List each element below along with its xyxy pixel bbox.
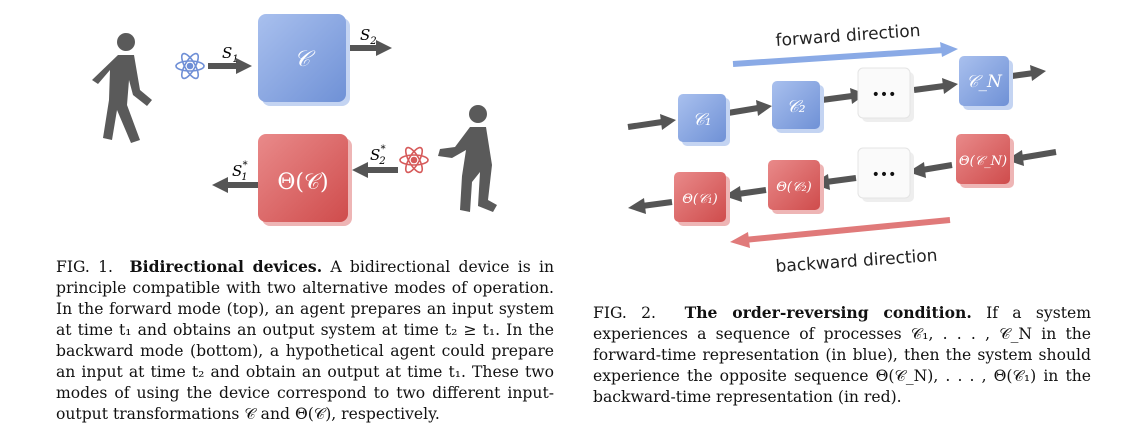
- atom-icon: [175, 52, 205, 80]
- svg-text:𝒞_N: 𝒞_N: [966, 72, 1003, 92]
- svg-text:•••: •••: [872, 87, 897, 103]
- sequence-arrow: [913, 78, 958, 94]
- walking-person-icon: [92, 33, 152, 143]
- output-arrow-s2: S2: [350, 26, 392, 56]
- input-arrow-s2-star: S2*: [352, 144, 398, 178]
- atom-icon: [399, 146, 429, 174]
- caption-title: The order-reversing condition.: [684, 303, 972, 322]
- process-box-theta-c1: Θ(𝒞₁): [674, 172, 730, 226]
- figure-2-caption: FIG. 2. The order-reversing condition. I…: [593, 302, 1091, 408]
- caption-label: FIG. 2.: [593, 304, 657, 322]
- svg-text:𝒞₁: 𝒞₁: [692, 110, 711, 130]
- caption-body: A bidirectional device is in principle c…: [56, 258, 554, 423]
- process-box-c1: 𝒞₁: [678, 94, 730, 146]
- caption-label: FIG. 1.: [56, 258, 113, 276]
- process-box-theta-cn: Θ(𝒞_N): [956, 134, 1014, 188]
- figure-1-caption: FIG. 1. Bidirectional devices. A bidirec…: [56, 256, 554, 425]
- sequence-arrow: [1006, 149, 1057, 166]
- svg-text:•••: •••: [872, 167, 897, 183]
- process-box-ellipsis: •••: [857, 67, 914, 122]
- walking-person-icon: [438, 105, 497, 212]
- forward-direction-arrow: [732, 42, 958, 67]
- figure-2-diagram: forward direction 𝒞₁ 𝒞₂ ••• 𝒞_N: [627, 21, 1057, 277]
- process-box-cn: 𝒞_N: [959, 56, 1013, 110]
- sequence-arrow: [627, 114, 676, 130]
- device-box-backward: Θ(𝒞): [258, 134, 352, 226]
- label-s1: S1: [222, 44, 239, 65]
- caption-title: Bidirectional devices.: [129, 257, 323, 276]
- svg-text:Θ(𝒞₁): Θ(𝒞₁): [682, 192, 718, 207]
- label-s2-star: S2*: [370, 144, 386, 167]
- svg-text:Θ(𝒞₂): Θ(𝒞₂): [776, 180, 812, 195]
- process-box-ellipsis: •••: [857, 147, 914, 202]
- sequence-arrow: [727, 100, 772, 116]
- sequence-arrow: [908, 162, 953, 178]
- input-arrow-s1: S1: [208, 44, 252, 74]
- label-s2: S2: [360, 26, 377, 47]
- sequence-arrow: [1011, 65, 1046, 81]
- backward-direction-label: backward direction: [775, 246, 938, 277]
- sequence-arrow: [628, 198, 673, 214]
- figure-1-diagram: S1 𝒞 S2 Θ(𝒞) S1* S2*: [92, 14, 497, 226]
- label-s1-star: S1*: [232, 160, 248, 183]
- svg-text:Θ(𝒞_N): Θ(𝒞_N): [959, 154, 1007, 169]
- output-arrow-s1-star: S1*: [212, 160, 258, 193]
- sequence-arrow: [724, 186, 767, 202]
- device-box-forward: 𝒞: [258, 14, 350, 106]
- caption-body: If a system experiences a sequence of pr…: [593, 304, 1091, 406]
- process-box-c2: 𝒞₂: [772, 81, 824, 133]
- device-label-backward: Θ(𝒞): [277, 170, 328, 195]
- backward-direction-arrow: [730, 217, 951, 248]
- forward-direction-label: forward direction: [775, 21, 921, 51]
- process-box-theta-c2: Θ(𝒞₂): [768, 160, 824, 214]
- svg-text:𝒞₂: 𝒞₂: [786, 97, 805, 117]
